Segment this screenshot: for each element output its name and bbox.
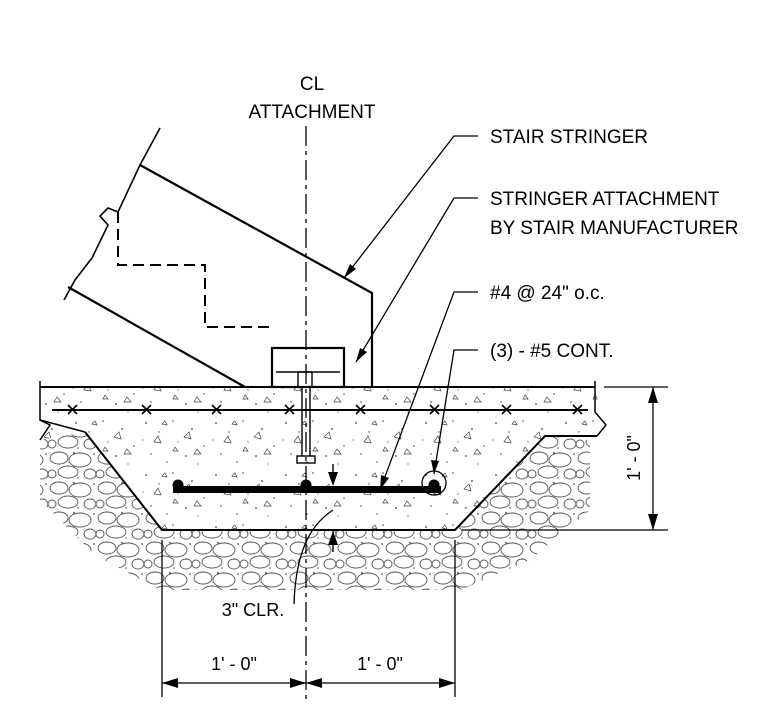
gravel-base (40, 432, 590, 590)
bottom-reinforcement (172, 470, 447, 496)
attachment-label-line1: STRINGER ATTACHMENT (490, 189, 720, 210)
stringer-attachment (270, 346, 346, 464)
rebar-left (172, 479, 184, 491)
rebar-right (428, 479, 440, 491)
continuous-bars-label: (3) - #5 CONT. (490, 341, 614, 362)
clearance-label: 3" CLR. (222, 600, 284, 620)
rebar-center (300, 479, 312, 491)
slab-reinforcement (52, 404, 588, 415)
depth-dimension (462, 386, 668, 531)
centerline-label-cl: CL (300, 74, 324, 95)
leaders (343, 135, 478, 491)
depth-dimension-label: 1' - 0" (624, 435, 644, 481)
width-dimensions (161, 540, 456, 697)
stair-stringer-label: STAIR STRINGER (490, 127, 648, 148)
bar-spacing-label: #4 @ 24" o.c. (490, 283, 605, 304)
stair-stringer (63, 127, 374, 388)
concrete-footing (39, 381, 607, 531)
attachment-label-line2: BY STAIR MANUFACTURER (490, 218, 738, 239)
wire-cross-marks (67, 404, 583, 415)
centerline-label-attachment: ATTACHMENT (248, 102, 375, 123)
width-dimension-left-label: 1' - 0" (211, 654, 257, 674)
width-dimension-right-label: 1' - 0" (357, 654, 403, 674)
clearance-dimension (293, 464, 338, 605)
